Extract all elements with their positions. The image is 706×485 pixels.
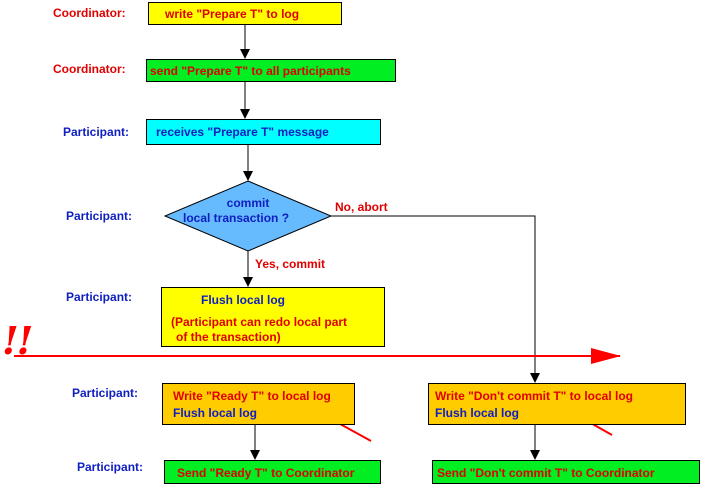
- receives-prepare-text: receives "Prepare T" message: [156, 125, 329, 139]
- redo-note-line2: of the transaction): [176, 330, 281, 344]
- no-abort-label: No, abort: [335, 200, 388, 214]
- role-label-participant-3: Participant:: [66, 290, 133, 304]
- redo-note-line1: (Participant can redo local part: [171, 315, 348, 329]
- decision-text-line2: local transaction ?: [183, 211, 290, 225]
- flush-log-text: Flush local log: [201, 293, 286, 307]
- write-dont-commit-box: Write "Don't commit T" to local log Flus…: [428, 383, 686, 425]
- write-dont-commit-text: Write "Don't commit T" to local log: [435, 389, 634, 403]
- flush-dont-commit-text: Flush local log: [435, 406, 520, 420]
- write-prepare-box: write "Prepare T" to log: [148, 2, 342, 25]
- yes-commit-label: Yes, commit: [255, 257, 326, 271]
- flush-ready-text: Flush local log: [173, 406, 258, 420]
- receives-prepare-box: receives "Prepare T" message: [146, 119, 381, 145]
- flush-log-box: Flush local log (Participant can redo lo…: [161, 287, 385, 347]
- role-label-participant-4: Participant:: [72, 386, 139, 400]
- send-dont-commit-box: Send "Don't commit T" to Coordinator: [432, 460, 700, 484]
- decision-text-line1: commit: [226, 196, 270, 210]
- send-prepare-text: send "Prepare T" to all participants: [150, 64, 351, 78]
- write-ready-box: Write "Ready T" to local log Flush local…: [162, 383, 355, 425]
- write-prepare-text: write "Prepare T" to log: [165, 7, 300, 21]
- role-label-coordinator-2: Coordinator:: [53, 62, 126, 76]
- role-label-participant-1: Participant:: [63, 125, 130, 139]
- send-prepare-box: send "Prepare T" to all participants: [146, 59, 396, 82]
- role-label-participant-5: Participant:: [77, 460, 144, 474]
- write-ready-text: Write "Ready T" to local log: [173, 389, 331, 403]
- send-dont-commit-text: Send "Don't commit T" to Coordinator: [437, 466, 655, 480]
- failure-marker: !!: [2, 318, 33, 363]
- send-ready-text: Send "Ready T" to Coordinator: [177, 466, 355, 480]
- role-label-coordinator-1: Coordinator:: [53, 6, 126, 20]
- role-label-participant-2: Participant:: [66, 209, 133, 223]
- send-ready-box: Send "Ready T" to Coordinator: [164, 460, 381, 484]
- arrow-no: [331, 215, 540, 383]
